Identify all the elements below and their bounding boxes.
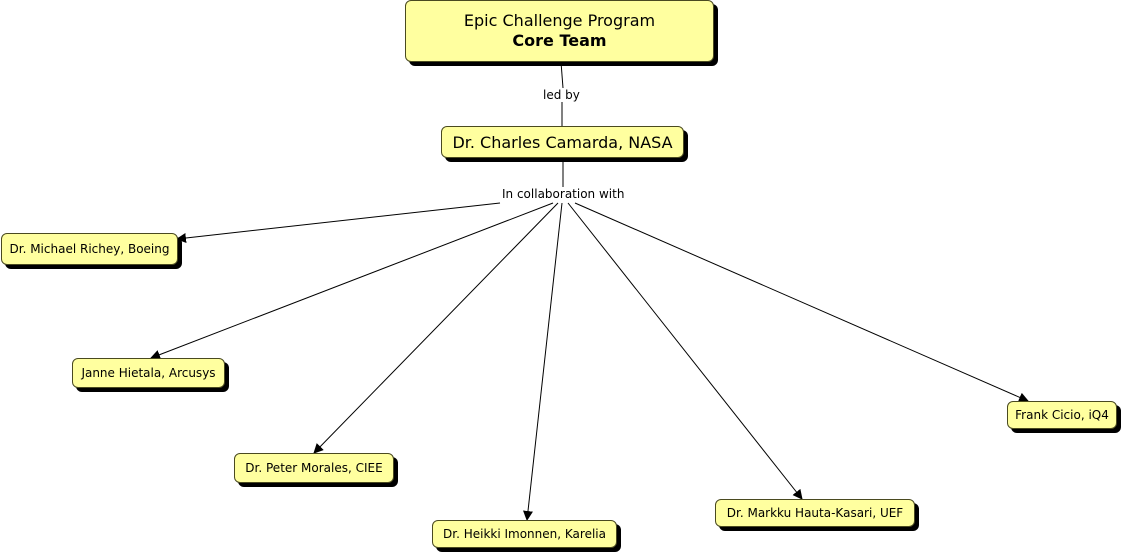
link-label-collaboration: In collaboration with [500, 187, 627, 201]
lead-label: Dr. Charles Camarda, NASA [452, 132, 673, 152]
link-label-led-by: led by [541, 88, 582, 102]
collaborator-node: Janne Hietala, Arcusys [72, 358, 225, 388]
arrow-to-hautakasari [567, 202, 803, 500]
collaborator-label: Dr. Peter Morales, CIEE [245, 461, 383, 475]
root-title: Epic Challenge Program [463, 11, 656, 30]
collaborator-node: Frank Cicio, iQ4 [1007, 401, 1117, 429]
collaborator-node: Dr. Heikki Imonnen, Karelia [432, 520, 617, 548]
arrow-to-cicio [574, 202, 1029, 402]
edge-root-to-ledby [560, 61, 564, 89]
collaborator-label: Frank Cicio, iQ4 [1015, 408, 1109, 422]
lead-node: Dr. Charles Camarda, NASA [441, 126, 684, 158]
arrow-to-hietala [150, 202, 554, 360]
root-subtitle: Core Team [512, 31, 607, 50]
root-node: Epic Challenge Program Core Team [405, 0, 714, 62]
arrow-to-imonnen [523, 202, 563, 521]
collaborator-label: Janne Hietala, Arcusys [81, 366, 216, 380]
collaborator-node: Dr. Michael Richey, Boeing [1, 233, 178, 265]
arrow-to-morales [313, 202, 559, 454]
collaborator-label: Dr. Heikki Imonnen, Karelia [443, 527, 606, 541]
collaborator-label: Dr. Michael Richey, Boeing [9, 242, 170, 256]
collaborator-label: Dr. Markku Hauta-Kasari, UEF [726, 506, 904, 520]
collaborator-node: Dr. Peter Morales, CIEE [234, 453, 394, 483]
collaborator-node: Dr. Markku Hauta-Kasari, UEF [715, 499, 915, 527]
arrow-to-richey [176, 202, 501, 243]
